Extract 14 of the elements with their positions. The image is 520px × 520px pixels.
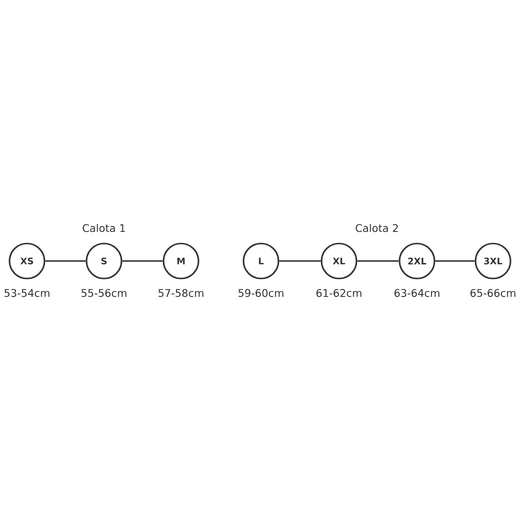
size-range: 57-58cm [158, 289, 204, 297]
connector-line [279, 260, 321, 262]
connector-line [357, 260, 399, 262]
size-range: 53-54cm [4, 289, 50, 297]
size-range: 65-66cm [470, 289, 516, 297]
connector-line [122, 260, 163, 262]
size-range: 55-56cm [82, 289, 126, 297]
size-range: 61-62cm [316, 289, 362, 297]
group-heading: Calota 2 [356, 224, 398, 232]
group-heading: Calota 1 [82, 224, 125, 232]
connector-line [45, 260, 86, 262]
connector-line [435, 260, 475, 262]
size-range: 63-64cm [394, 289, 440, 297]
size-range: 59-60cm [238, 289, 284, 297]
